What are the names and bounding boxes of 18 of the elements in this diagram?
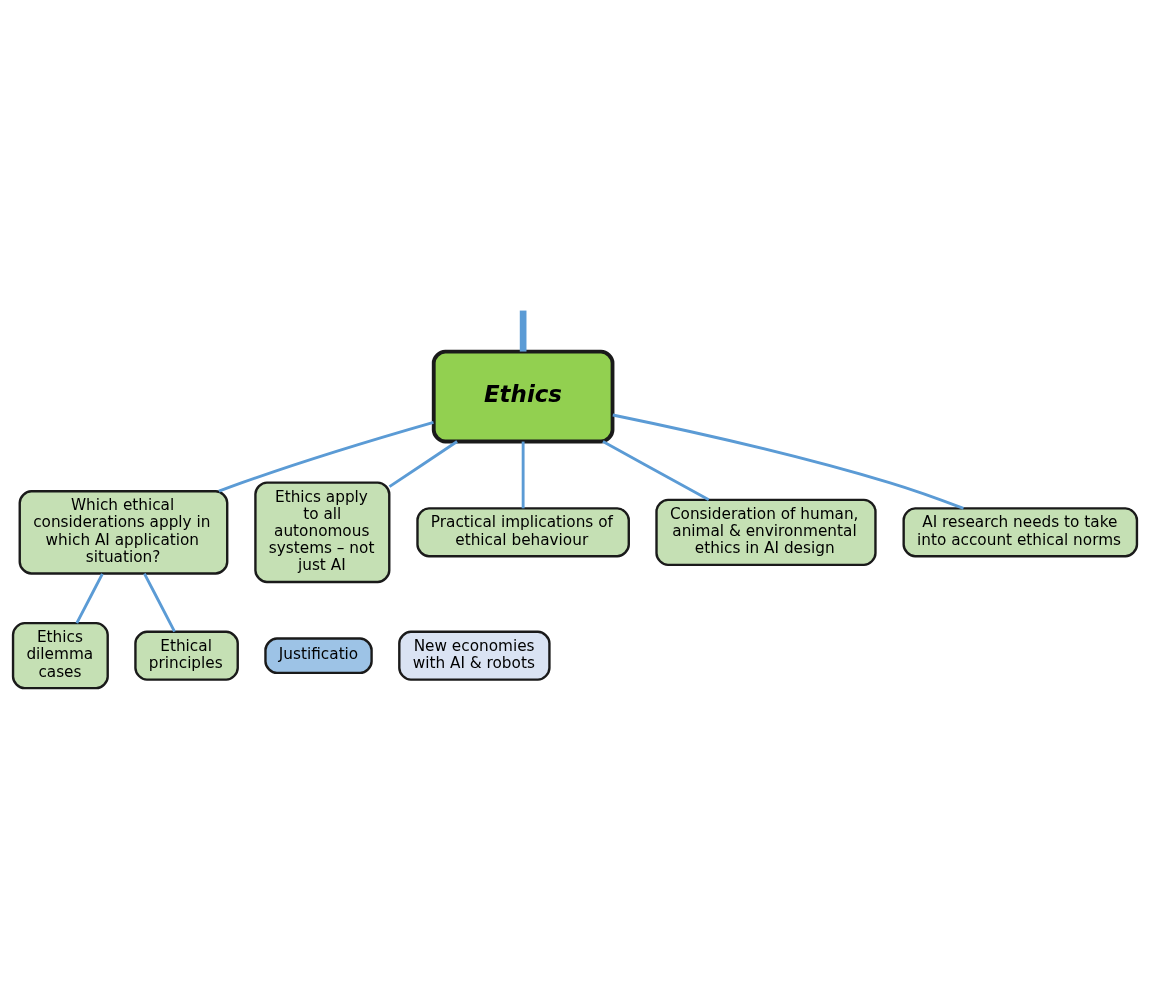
node-box: Justificatio [264, 637, 373, 675]
node-box: Which ethical considerations apply in which AI application situation? [18, 490, 229, 575]
connector [612, 413, 964, 510]
node-box: AI research needs to take into account ethical norms [902, 507, 1139, 558]
node-box: Ethics apply to all autonomous systems – not just AI [254, 481, 391, 584]
connector [521, 441, 525, 509]
node-box: Ethical principles [134, 630, 239, 681]
node-box: New economies with AI & robots [398, 630, 551, 681]
connector [602, 440, 710, 502]
connector [519, 310, 527, 352]
node-box: Practical implications of ethical behaviour [416, 507, 630, 558]
connector [143, 572, 176, 633]
connector [388, 440, 458, 488]
connector [75, 573, 104, 624]
node-box: Ethics [431, 349, 615, 444]
node-box: Ethics dilemma cases [11, 621, 109, 690]
connector [218, 420, 434, 493]
node-box: Consideration of human, animal & environmental ethics in AI design [655, 498, 877, 567]
